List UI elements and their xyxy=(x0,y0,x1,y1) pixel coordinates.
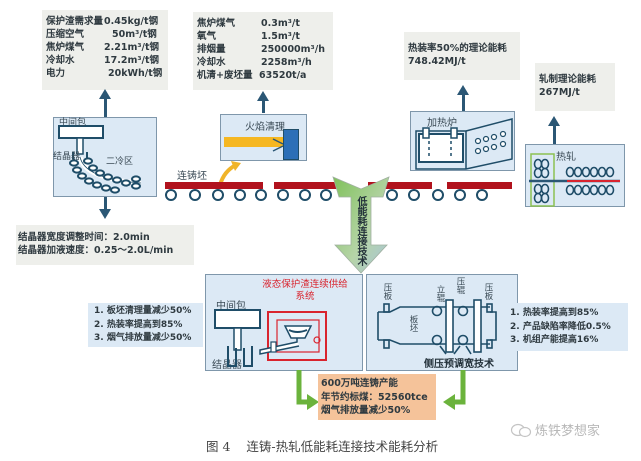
flame-bar xyxy=(224,137,296,147)
caster-tundish-label: 中间包 xyxy=(59,118,87,128)
vertical-roll-label: 立辊 xyxy=(435,285,445,302)
furnace-consumption-note: 热装率50%的理论能耗 748.42MJ/t xyxy=(404,32,520,80)
caster-mold-label: 结晶器 xyxy=(53,152,81,162)
caster-drawing xyxy=(58,125,142,194)
right-benefit-2: 2. 产品缺陷率降低0.5% xyxy=(510,321,611,332)
scarf-value-4: 63520t/a xyxy=(259,70,307,81)
scarf-label-1: 氧气 xyxy=(197,31,217,42)
caster-label-0: 保护渣需求量 xyxy=(46,16,104,27)
scarf-value-1: 1.5m³/t xyxy=(261,31,300,42)
result-line3: 烟气排放量减少50% xyxy=(321,405,411,416)
liquid-slag-panel: 液态保护渣连续供给系统 中间包 结晶器 xyxy=(205,274,363,371)
scarf-label-0: 焦炉煤气 xyxy=(197,18,236,29)
nozzle-shape xyxy=(76,137,84,155)
scarf-label-3: 冷却水 xyxy=(197,57,226,68)
result-box: 600万吨连铸产能 年节约标煤：52560tce 烟气排放量减少50% xyxy=(318,374,436,420)
result-line1: 600万吨连铸产能 xyxy=(321,378,398,389)
right-benefit-3: 3. 机组产能提高16% xyxy=(510,335,599,345)
caster-label-2: 焦炉煤气 xyxy=(46,42,85,53)
side-press-drawing xyxy=(377,299,497,355)
caster-label-3: 冷却水 xyxy=(46,55,75,66)
caster-up-arrow xyxy=(99,89,111,117)
rolling-rolls xyxy=(533,158,615,204)
rolling-title: 热轧 xyxy=(556,152,576,163)
furnace-title: 加热炉 xyxy=(427,118,457,129)
caster-label-4: 电力 xyxy=(46,68,66,79)
caster-value-3: 17.2m³/t钢 xyxy=(104,55,160,66)
rolling-consumption-line1: 轧制理论能耗 xyxy=(539,74,597,85)
mold-notes: 结晶器宽度调整时间：2.0min 结晶器加液速度：0.25～2.0L/min xyxy=(16,225,194,265)
caster-value-1: 50m³/t钢 xyxy=(112,29,157,40)
right-benefits-list: 1. 热装率提高到85% 2. 产品缺陷率降低0.5% 3. 机组产能提高16% xyxy=(504,303,628,351)
liquid-slag-system-title: 液态保护渣连续供给系统 xyxy=(262,279,348,302)
scarfing-jets xyxy=(272,138,284,152)
liquid-slag-drawing xyxy=(214,309,327,367)
left-benefit-3: 3. 烟气排放量减少50% xyxy=(94,333,192,343)
rolling-consumption-note: 轧制理论能耗 267MJ/t xyxy=(535,63,615,111)
right-benefit-1: 1. 热装率提高到85% xyxy=(510,308,599,318)
wechat-icon xyxy=(510,423,532,437)
scarfing-machine xyxy=(283,129,299,160)
scarf-value-2: 250000m³/h xyxy=(261,44,325,55)
left-green-arrow xyxy=(296,370,319,410)
scarf-label-4: 机清+废坯量 xyxy=(197,70,253,81)
rolling-drawing xyxy=(529,153,620,207)
scarfing-up-arrow xyxy=(257,91,269,113)
left-benefits-list: 1. 板坯清理量减少50% 2. 热装率提高到85% 3. 烟气排放量减少50% xyxy=(88,303,203,347)
caster-value-0: 0.45kg/t钢 xyxy=(104,16,159,27)
figure-caption: 图 4 连铸-热轧低能耗连接技术能耗分析 xyxy=(206,436,438,455)
caster-value-2: 2.21m³/t钢 xyxy=(104,42,160,53)
slab-4 xyxy=(447,182,512,189)
conveyor-rollers xyxy=(165,189,488,201)
left-benefit-2: 2. 热装率提高到85% xyxy=(94,319,183,330)
result-line2: 年节约标煤：52560tce xyxy=(321,391,428,403)
figure-title: 连铸-热轧低能耗连接技术能耗分析 xyxy=(246,439,439,454)
press-plate-left-label: 压板 xyxy=(382,283,392,300)
scarf-label-2: 排烟量 xyxy=(197,44,226,55)
cooling-rolls xyxy=(69,157,141,194)
secondary-cooling-label: 二冷区 xyxy=(106,157,134,167)
furnace-up-arrow xyxy=(457,85,469,111)
press-roll-label: 压辊 xyxy=(455,277,465,294)
figure-number: 图 4 xyxy=(206,439,231,454)
rolling-panel: 热轧 xyxy=(525,144,625,207)
center-arrow-label: 低能耗连接技术 xyxy=(355,196,366,266)
slab-1 xyxy=(165,182,263,189)
left-benefit-1: 1. 板坯清理量减少50% xyxy=(94,306,192,316)
slab-3 xyxy=(368,182,432,189)
scarf-value-3: 2258m³/h xyxy=(261,57,312,68)
watermark: 炼铁梦想家 xyxy=(510,420,600,439)
furnace-consumption-line1: 热装率50%的理论能耗 xyxy=(408,43,507,54)
press-plate-right-label: 压板 xyxy=(483,283,493,300)
furnace-panel: 加热炉 xyxy=(410,111,515,171)
side-press-title: 侧压预调宽技术 xyxy=(424,359,494,370)
mold-note-line2: 结晶器加液速度：0.25～2.0L/min xyxy=(18,245,174,256)
scarfing-panel: 火焰清理 xyxy=(220,114,307,161)
slab-label-vertical: 板坯 xyxy=(408,315,418,332)
scarf-value-0: 0.3m³/t xyxy=(261,18,300,29)
caster-value-4: 20kWh/t钢 xyxy=(108,68,163,79)
scarfing-consumption-note: 焦炉煤气 0.3m³/t 氧气 1.5m³/t 排烟量 250000m³/h 冷却水 2… xyxy=(193,12,333,90)
furnace-drawing xyxy=(415,118,513,170)
watermark-text: 炼铁梦想家 xyxy=(535,424,601,439)
caster-down-arrow xyxy=(99,197,111,219)
caster-panel: 中间包 结晶器 二冷区 xyxy=(53,117,157,197)
right-green-arrow xyxy=(443,370,466,410)
slab-label: 连铸坯 xyxy=(177,171,207,182)
bottom-tundish-label: 中间包 xyxy=(216,301,246,312)
rolling-up-arrow xyxy=(548,116,560,144)
furnace-consumption-line2: 748.42MJ/t xyxy=(408,56,466,67)
rolling-consumption-line2: 267MJ/t xyxy=(539,87,580,98)
mold-note-line1: 结晶器宽度调整时间：2.0min xyxy=(18,232,150,243)
caster-label-1: 压缩空气 xyxy=(46,29,85,40)
side-press-panel: 压板 板坯 立辊 压辊 压板 侧压预调宽技术 xyxy=(366,274,518,371)
scarfing-title: 火焰清理 xyxy=(245,122,285,133)
slab-2 xyxy=(274,182,346,189)
low-energy-connection-arrow xyxy=(332,176,390,274)
